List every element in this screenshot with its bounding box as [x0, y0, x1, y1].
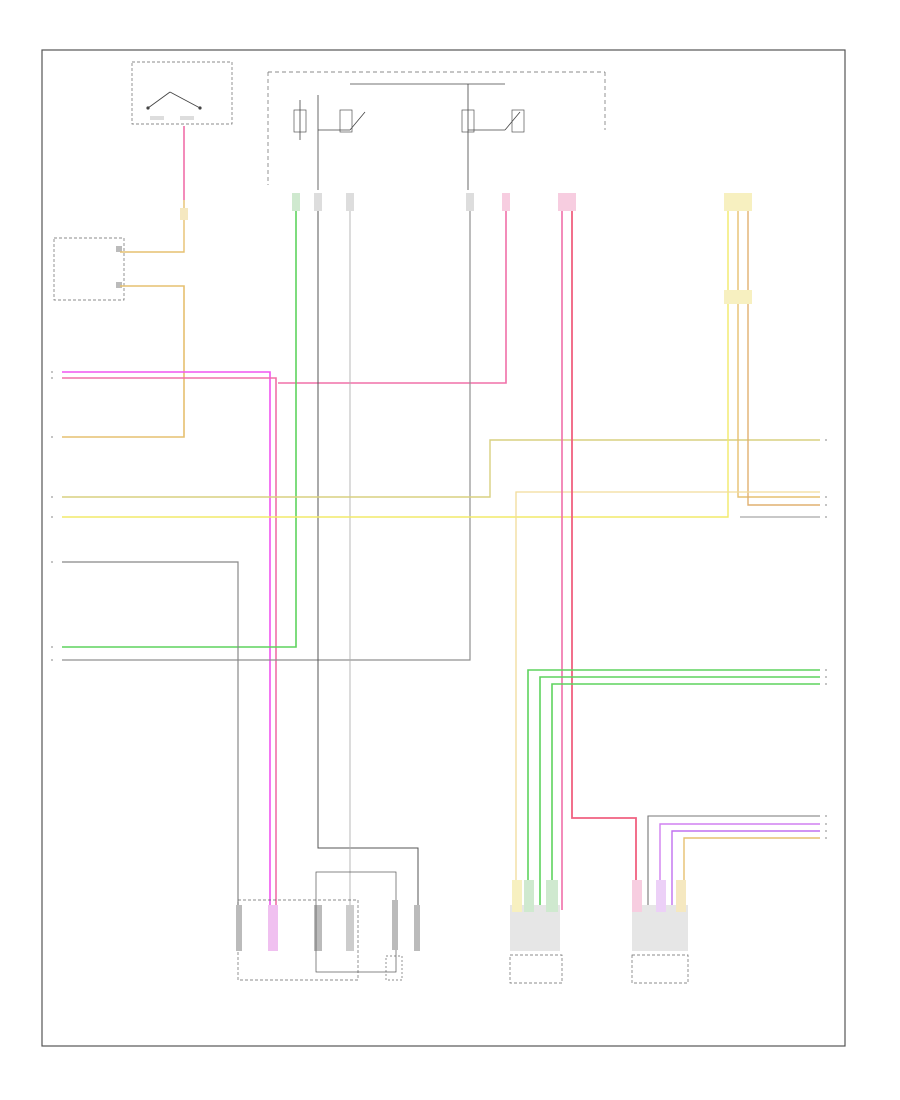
connector-stubs	[180, 193, 752, 304]
ignition-switch	[131, 61, 233, 125]
wire-yellow-row517	[62, 200, 729, 518]
wire-right-tan-1	[737, 200, 820, 498]
fuse-block	[267, 71, 606, 190]
fuel-pump	[236, 871, 397, 981]
pump-ground	[385, 900, 403, 981]
body-control-module	[53, 237, 125, 301]
wire-right-tan-2	[747, 200, 820, 506]
wire-magenta-1	[62, 371, 271, 950]
wire-green-3	[551, 683, 820, 910]
evap-canister	[414, 905, 420, 951]
wire-bcm-tan	[62, 285, 185, 438]
wire-green-1	[527, 669, 820, 910]
left-edge-pins	[51, 371, 53, 661]
wire-relay2-pink	[278, 200, 507, 384]
wire-o2b-dark	[647, 815, 820, 910]
wire-ignition-yellow	[120, 200, 185, 253]
wire-green-2	[539, 676, 820, 910]
heated-o2-sensor-1	[509, 880, 563, 984]
heated-o2-sensor-2	[631, 880, 689, 984]
wire-fuse1-green	[62, 200, 297, 648]
wire-o2-pink-2	[571, 200, 637, 910]
right-edge-pins	[825, 439, 827, 839]
wire-magenta-2	[62, 377, 277, 950]
wire-relay1-dark	[317, 200, 419, 950]
wire-olive-crossover	[62, 439, 820, 498]
wire-o2b-tan	[683, 837, 820, 910]
wire-ground-dark	[62, 561, 239, 950]
wire-fuse2-gray	[62, 200, 471, 661]
wire-o2-tan	[515, 491, 820, 910]
wire-o2b-violet-2	[671, 830, 820, 910]
diagram-frame	[41, 49, 846, 1047]
